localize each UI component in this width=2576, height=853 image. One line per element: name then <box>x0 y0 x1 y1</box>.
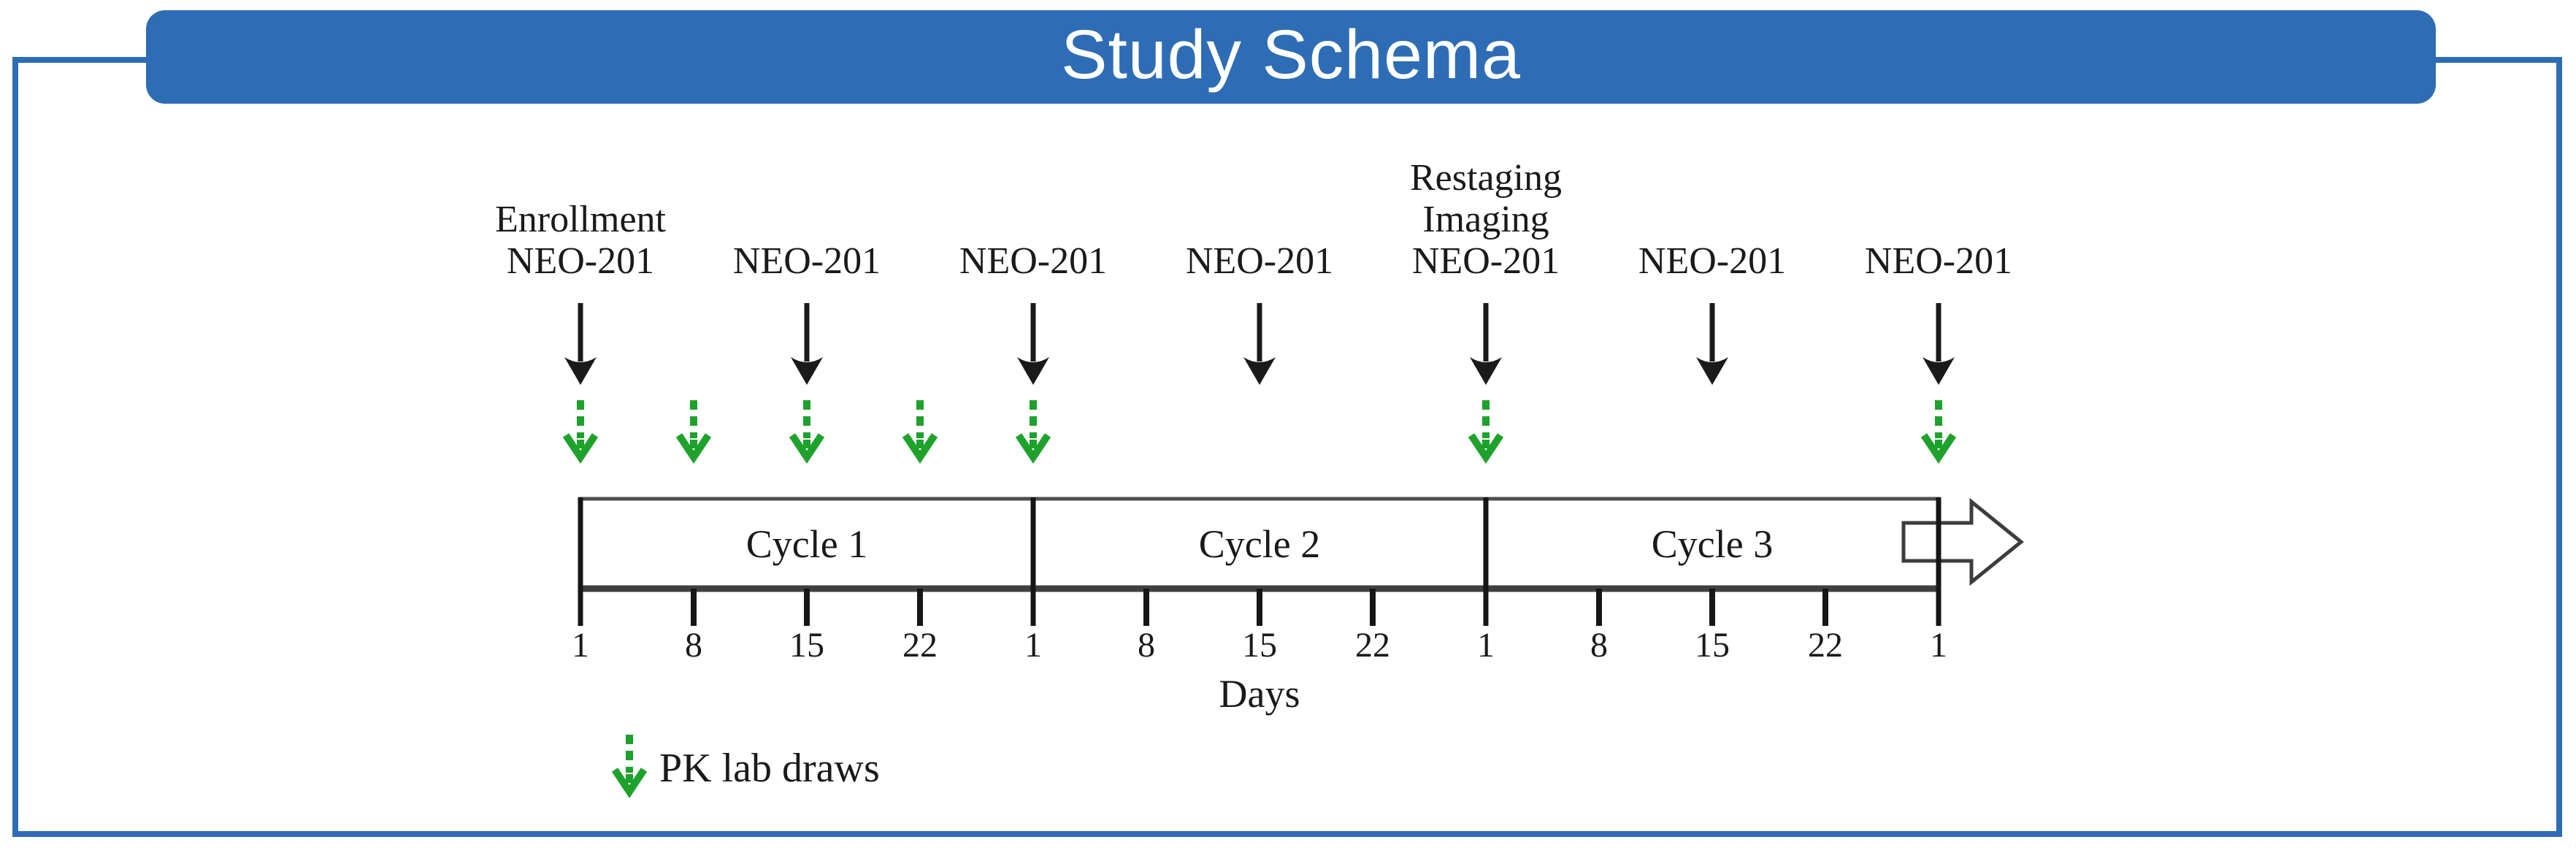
dose-arrow-icon <box>1017 303 1049 385</box>
dose-arrow-icon <box>1470 303 1502 385</box>
dose-event-label: NEO-201 <box>1552 240 1873 282</box>
cycle-segment-label: Cycle 1 <box>745 522 868 566</box>
pk-draw-arrow-icon <box>675 400 712 464</box>
legend-pk-arrow-icon <box>611 735 648 799</box>
dose-arrow-icon <box>1243 303 1276 385</box>
dose-event-label-line: Enrollment <box>495 199 666 240</box>
day-tick-label: 15 <box>1695 626 1730 665</box>
day-tick-label: 8 <box>1590 626 1608 665</box>
timeline-continue-arrow-icon <box>1901 497 2024 586</box>
dose-arrow-icon <box>564 303 597 385</box>
dose-event-label: NEO-201 <box>646 240 967 282</box>
legend-pk-label: PK lab draws <box>659 746 880 791</box>
dose-event-label-line: NEO-201 <box>1185 240 1334 282</box>
day-tick-label: 22 <box>902 626 938 665</box>
dose-event-label-line: NEO-201 <box>1411 240 1560 282</box>
day-tick-label: 22 <box>1355 626 1390 665</box>
dose-event-label: NEO-201 <box>1099 240 1420 282</box>
dose-arrow-icon <box>1696 303 1728 385</box>
figure-header: Study Schema <box>146 10 2436 104</box>
day-tick-label: 1 <box>1477 626 1495 665</box>
day-tick-label: 8 <box>1138 626 1155 665</box>
dose-event-label-line: NEO-201 <box>1638 240 1787 282</box>
day-tick-label: 1 <box>572 626 589 665</box>
axis-label-days: Days <box>1219 672 1300 716</box>
day-tick-label: 15 <box>789 626 824 665</box>
day-tick-label: 15 <box>1242 626 1277 665</box>
pk-draw-arrow-icon <box>1468 400 1504 464</box>
dose-event-label: NEO-201 <box>1778 240 2099 282</box>
dose-event-label-line: Restaging <box>1410 157 1562 199</box>
dose-arrow-icon <box>1923 303 1955 385</box>
day-tick-label: 1 <box>1024 626 1042 665</box>
dose-event-label-line: NEO-201 <box>959 240 1108 282</box>
cycle-segment-label: Cycle 3 <box>1651 522 1774 566</box>
pk-draw-arrow-icon <box>902 400 938 464</box>
dose-event-label-line: NEO-201 <box>1864 240 2013 282</box>
page-title: Study Schema <box>1061 15 1521 93</box>
dose-event-label-line: NEO-201 <box>506 240 655 282</box>
pk-draw-arrow-icon <box>1920 400 1957 464</box>
day-tick-label: 8 <box>685 626 702 665</box>
pk-draw-arrow-icon <box>789 400 825 464</box>
pk-draw-arrow-icon <box>562 400 599 464</box>
dose-event-label-line: Imaging <box>1422 199 1549 240</box>
pk-draw-arrow-icon <box>1015 400 1051 464</box>
dose-event-label-line: NEO-201 <box>732 240 881 282</box>
cycle-segment-label: Cycle 2 <box>1198 522 1321 566</box>
day-tick-label: 22 <box>1808 626 1843 665</box>
day-tick-label: 1 <box>1930 626 1947 665</box>
dose-event-label: NEO-201 <box>873 240 1194 282</box>
dose-arrow-icon <box>791 303 823 385</box>
